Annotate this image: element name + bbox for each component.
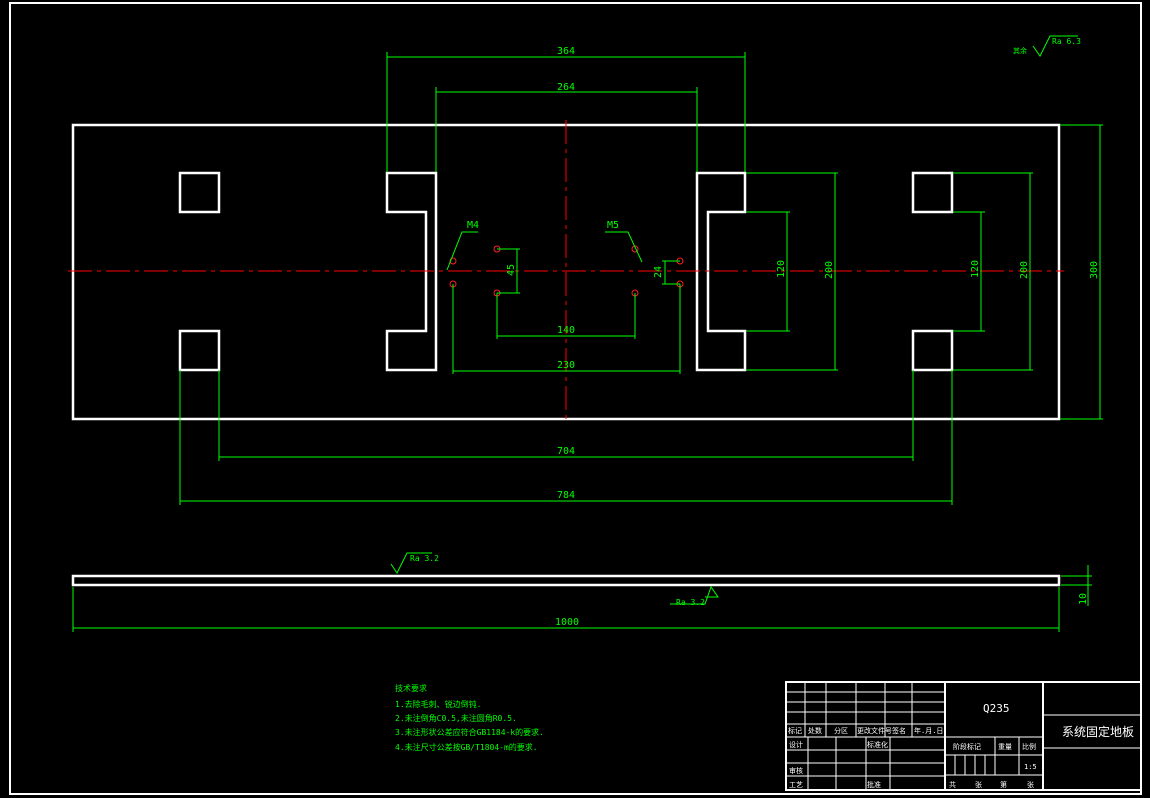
thread-label-m4: M4 xyxy=(467,220,479,231)
part-name: 系统固定地板 xyxy=(1062,724,1134,739)
c-slot-left xyxy=(385,171,438,372)
square-hole-bl xyxy=(178,329,221,372)
sheets-label: 张 xyxy=(975,780,982,789)
row-label-design: 设计 xyxy=(789,740,803,749)
square-hole-tr xyxy=(911,171,954,214)
dim-10: 10 xyxy=(1078,593,1089,605)
dim-left-120: 120 xyxy=(776,260,787,278)
dim-right-120: 120 xyxy=(970,260,981,278)
dim-45: 45 xyxy=(506,264,517,276)
material-label: Q235 xyxy=(983,702,1010,715)
note-item: 4.未注尺寸公差按GB/T1804-m的要求. xyxy=(395,742,538,752)
row-label-process: 工艺 xyxy=(789,781,803,789)
dim-364: 364 xyxy=(557,46,575,57)
scale-value: 1:5 xyxy=(1024,763,1037,771)
dim-1000: 1000 xyxy=(555,617,579,628)
row-label-review: 审核 xyxy=(789,766,803,775)
sheets-label: 第 xyxy=(1000,780,1007,789)
dim-784: 784 xyxy=(557,490,575,501)
scale-label: 比例 xyxy=(1022,742,1036,751)
notes-title: 技术要求 xyxy=(395,683,427,693)
header-label: 更改文件号 xyxy=(857,726,892,735)
dim-704: 704 xyxy=(557,446,575,457)
dim-230: 230 xyxy=(557,360,575,371)
thread-label-m5: M5 xyxy=(607,220,619,231)
header-label: 年.月.日 xyxy=(914,726,943,735)
weight-label: 重量 xyxy=(998,743,1012,751)
dim-300: 300 xyxy=(1089,261,1100,279)
header-label: 分区 xyxy=(834,726,848,735)
dim-264: 264 xyxy=(557,82,575,93)
square-hole-tl xyxy=(178,171,221,214)
square-hole-br xyxy=(911,329,954,372)
header-label: 签名 xyxy=(892,726,906,735)
technical-notes: 技术要求 1.去除毛刺、锐边倒钝. 2.未注倒角C0.5,未注圆角R0.5. 3… xyxy=(395,683,544,752)
dim-left-200: 200 xyxy=(824,261,835,279)
c-slot-right xyxy=(695,171,747,372)
dim-140: 140 xyxy=(557,325,575,336)
stage-label: 阶段标记 xyxy=(953,742,981,751)
centerlines xyxy=(68,120,1064,424)
side-roughness-top: Ra 3.2 xyxy=(410,554,439,563)
dim-24: 24 xyxy=(653,266,664,278)
row-label-approve: 批准 xyxy=(867,780,881,789)
side-plate-outline xyxy=(71,574,1061,587)
note-item: 3.未注形状公差应符合GB1184-k的要求. xyxy=(395,727,544,737)
sheets-label: 张 xyxy=(1027,780,1034,789)
dimension-lines xyxy=(179,35,1103,505)
note-item: 2.未注倒角C0.5,未注圆角R0.5. xyxy=(395,713,517,723)
note-item: 1.去除毛刺、锐边倒钝. xyxy=(395,699,481,709)
header-label: 处数 xyxy=(808,726,822,735)
roughness-general: Ra 6.3 xyxy=(1052,37,1081,46)
drawing-border xyxy=(9,2,1142,795)
side-view: Ra 3.2 Ra 3.2 1000 10 xyxy=(71,552,1092,632)
row-label-standardize: 标准化 xyxy=(867,740,888,749)
title-block xyxy=(785,681,1142,791)
dim-right-200: 200 xyxy=(1019,261,1030,279)
roughness-prefix: 其余 xyxy=(1013,46,1027,55)
side-roughness-bottom: Ra 3.2 xyxy=(676,598,705,607)
header-label: 标记 xyxy=(788,726,802,735)
sheets-label: 共 xyxy=(949,780,956,789)
